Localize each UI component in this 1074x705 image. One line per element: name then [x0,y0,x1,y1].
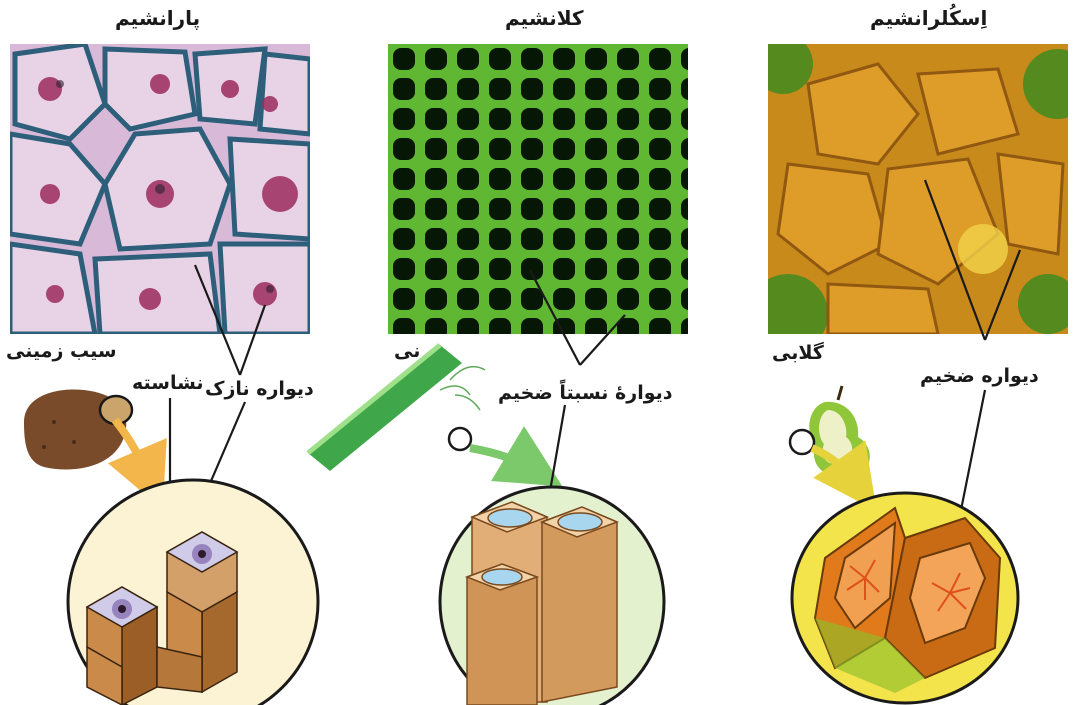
sclerenchyma-cell-diagram [785,478,1030,705]
collenchyma-micrograph [388,44,688,334]
pear-illustration [780,382,890,482]
collenchyma-cell-diagram [432,472,672,705]
pear-label: گلابی [772,342,824,364]
collenchyma-title: کلانشیم [505,6,584,30]
relatively-thick-wall-label: دیوارهٔ نسبتاً ضخیم [498,382,673,404]
sclerenchyma-micrograph [768,44,1068,334]
parenchyma-micrograph [10,44,310,334]
parenchyma-cell-diagram [62,472,324,705]
reed-illustration [300,335,500,475]
sclerenchyma-title: اِسکُلرانشیم [870,6,987,30]
starch-label: نشاسته [132,372,204,394]
potato-illustration [14,382,134,477]
parenchyma-title: پارانشیم [115,6,200,30]
potato-label: سیب زمینی [6,340,117,362]
thin-wall-label: دیواره نازک [205,378,314,400]
thick-wall-label: دیواره ضخیم [920,365,1039,387]
